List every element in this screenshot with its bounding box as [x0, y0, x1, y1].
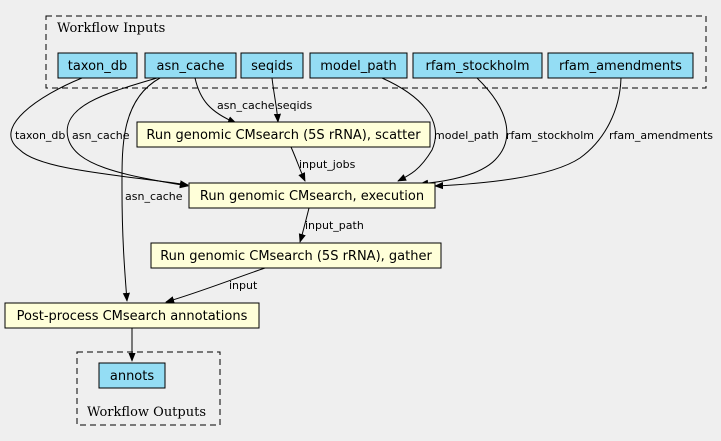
edge-label-rfam-amendments: rfam_amendments [609, 129, 713, 142]
edge-label-input: input [229, 279, 258, 292]
step-label-scatter: Run genomic CMsearch (5S rRNA), scatter [146, 128, 421, 143]
step-node-postprocess[interactable]: Post-process CMsearch annotations [4, 302, 260, 329]
edge-label-asn-cache-post: asn_cache [125, 190, 183, 203]
edge-rfam-amendments-execution [434, 77, 622, 190]
input-label-taxon-db: taxon_db [68, 59, 128, 74]
edge-taxon-db-execution [10, 77, 189, 188]
input-label-rfam-amendments: rfam_amendments [559, 59, 682, 74]
output-label-annots: annots [110, 369, 154, 384]
input-node-rfam-amendments[interactable]: rfam_amendments [547, 52, 694, 79]
workflow-inputs-label: Workflow Inputs [57, 21, 165, 36]
step-node-gather[interactable]: Run genomic CMsearch (5S rRNA), gather [150, 242, 442, 269]
edge-asn-cache-postprocess [121, 77, 161, 302]
workflow-outputs-label: Workflow Outputs [87, 405, 206, 420]
step-node-execution[interactable]: Run genomic CMsearch, execution [188, 182, 436, 209]
step-label-gather: Run genomic CMsearch (5S rRNA), gather [160, 249, 432, 264]
step-node-scatter[interactable]: Run genomic CMsearch (5S rRNA), scatter [136, 121, 431, 148]
edge-label-taxon-db: taxon_db [15, 129, 65, 142]
edge-scatter-execution [290, 146, 306, 182]
input-label-asn-cache: asn_cache [157, 59, 225, 74]
edge-seqids-scatter [271, 77, 282, 123]
input-node-seqids[interactable]: seqids [240, 52, 304, 79]
workflow-outputs-cluster [76, 351, 221, 426]
edge-label-asn-cache-scatter: asn_cache [217, 99, 275, 112]
edge-label-seqids: seqids [277, 99, 313, 112]
edge-label-input-path: input_path [305, 219, 364, 232]
edge-label-rfam-stockholm: rfam_stockholm [506, 129, 594, 142]
edge-execution-gather [298, 207, 310, 243]
edge-label-asn-cache-exec: asn_cache [72, 129, 130, 142]
input-label-rfam-stockholm: rfam_stockholm [425, 59, 529, 74]
input-node-asn-cache[interactable]: asn_cache [144, 52, 237, 79]
edge-asn-cache-scatter [194, 77, 237, 124]
edge-asn-cache-execution [66, 77, 189, 189]
input-node-model-path[interactable]: model_path [309, 52, 408, 79]
edge-gather-postprocess [165, 267, 266, 304]
input-label-seqids: seqids [251, 59, 293, 74]
edge-label-model-path: model_path [434, 129, 499, 142]
workflow-inputs-cluster [45, 15, 707, 89]
step-label-execution: Run genomic CMsearch, execution [200, 189, 424, 204]
edge-rfam-stockholm-execution [419, 77, 508, 187]
edge-model-path-execution [381, 77, 436, 182]
edge-label-input-jobs: input_jobs [299, 158, 356, 171]
output-node-annots[interactable]: annots [98, 362, 166, 389]
input-node-taxon-db[interactable]: taxon_db [57, 52, 138, 79]
input-label-model-path: model_path [320, 59, 397, 74]
input-node-rfam-stockholm[interactable]: rfam_stockholm [412, 52, 543, 79]
step-label-postprocess: Post-process CMsearch annotations [17, 309, 248, 324]
